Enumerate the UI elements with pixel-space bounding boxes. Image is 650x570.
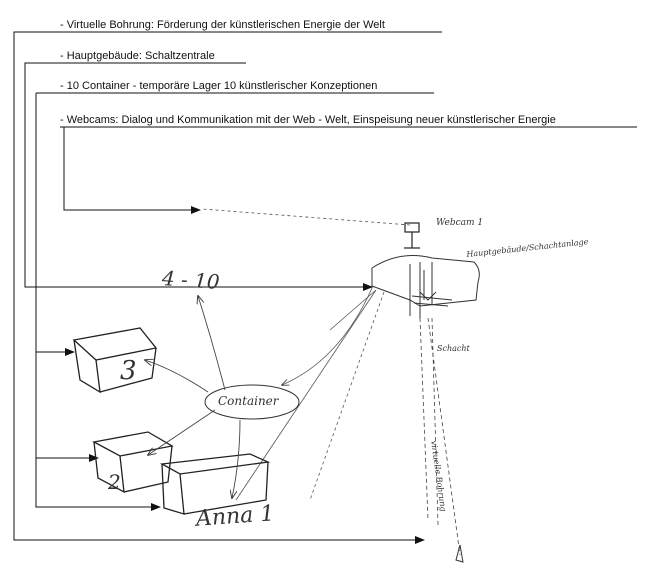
connector-virtual-drilling (13, 31, 425, 544)
projection-lines (235, 287, 385, 501)
container-label: Container (218, 394, 279, 408)
box-number-2: 2 (108, 470, 121, 494)
legend-item-main-building: - Hauptgebäude: Schaltzentrale (60, 50, 215, 62)
legend-item-webcams: - Webcams: Dialog und Kommunikation mit … (60, 114, 556, 126)
container-box-2 (92, 431, 174, 494)
webcam-icon (404, 222, 420, 249)
legend-underlines (36, 31, 637, 128)
container-box-3 (72, 327, 158, 394)
connector-main-building (24, 62, 373, 291)
shaft-lines (419, 317, 461, 556)
webcam-dash-line (201, 208, 411, 226)
connector-containers (35, 93, 160, 508)
shaft-label: Schacht (437, 344, 470, 353)
connector-webcams (63, 127, 201, 214)
count-label: 4 - 10 (161, 266, 221, 294)
container-arrows (145, 296, 241, 498)
legend-item-virtual-drilling: - Virtuelle Bohrung: Förderung der künst… (60, 19, 385, 31)
container-box-1 (159, 453, 271, 515)
legend-item-containers: - 10 Container - temporäre Lager 10 küns… (60, 80, 378, 92)
box-number-3: 3 (120, 356, 137, 386)
drill-arrow (455, 544, 464, 563)
main-building-sketch (371, 255, 480, 318)
container-ellipse (204, 384, 300, 420)
webcam-label: Webcam 1 (436, 218, 484, 228)
connector-lines (13, 31, 425, 544)
